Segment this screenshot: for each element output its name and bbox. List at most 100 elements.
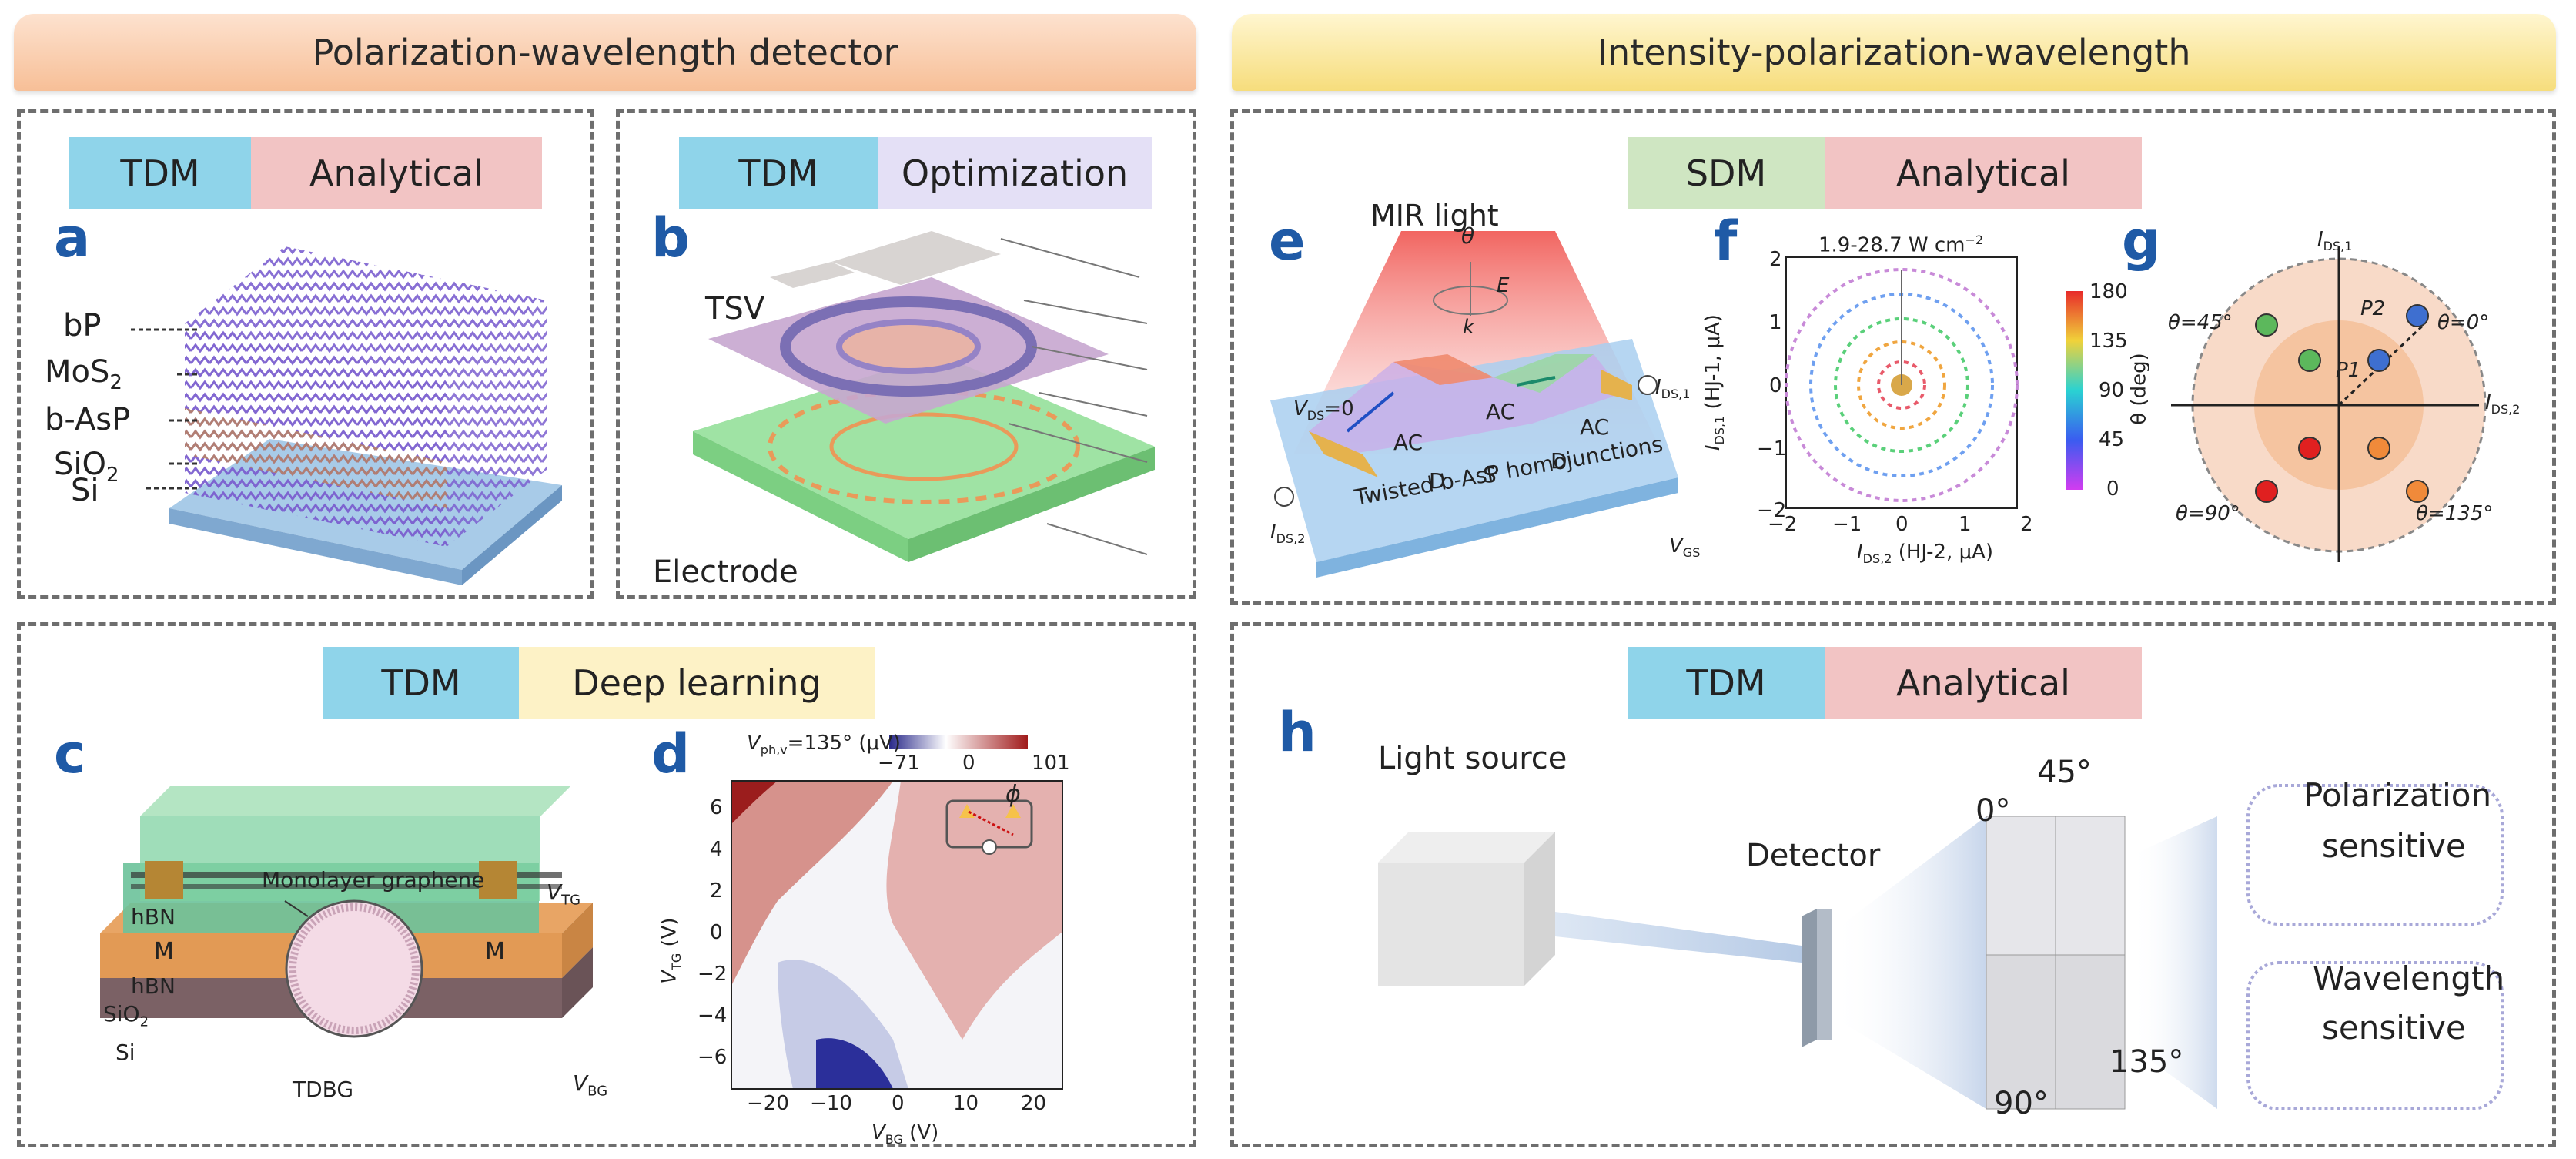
tag-analytical: Analytical	[1825, 647, 2142, 719]
panel-b-frame	[616, 109, 1196, 599]
d-xlabel-v: V	[871, 1121, 885, 1144]
banner-right: Intensity-polarization-wavelength	[1232, 14, 2556, 91]
f-ytick: 1	[1769, 311, 1782, 334]
e-vds-label: VDS=0	[1293, 397, 1354, 424]
panel-b-tags: TDM Optimization	[679, 137, 1152, 209]
angle-90-label: 90°	[1994, 1086, 2049, 1121]
d-xtick: −10	[810, 1092, 852, 1115]
polarization-box	[2246, 784, 2504, 926]
sio2-text: SiO	[54, 447, 106, 482]
mos2-text: MoS	[45, 354, 110, 390]
f-ytick: 0	[1769, 374, 1782, 397]
f-ytick: 2	[1769, 248, 1782, 271]
d-cbar-mid: 0	[962, 752, 975, 775]
e-ids1-label: IDS,1	[1655, 376, 1691, 402]
g-theta0-label: θ=0°	[2437, 311, 2490, 334]
g-ids2-i: I	[2485, 391, 2491, 414]
tag-sdm: SDM	[1628, 137, 1825, 209]
g-p1-label: P1	[2336, 359, 2361, 382]
vbg-v: V	[573, 1070, 588, 1096]
f-ylabel: IDS,1 (HJ-1, μA)	[1701, 314, 1728, 451]
polar-current-plot	[1785, 256, 2019, 509]
hbn-bottom-label: hBN	[131, 973, 176, 999]
sio2-label-c: SiO2	[103, 1001, 149, 1030]
angle-45-label: 45°	[2037, 755, 2092, 790]
panel-e-tags: SDM Analytical	[1628, 137, 2142, 209]
panel-c-tags: TDM Deep learning	[323, 647, 875, 719]
f-ytick: −2	[1757, 499, 1787, 522]
layer-label-bp: bP	[63, 308, 102, 343]
tag-optimization: Optimization	[878, 137, 1152, 209]
panel-letter-b: b	[651, 206, 691, 270]
panel-letter-d: d	[651, 722, 691, 786]
tag-analytical: Analytical	[1825, 137, 2142, 209]
d-ytick: 4	[710, 838, 723, 861]
graphene-device-illustration	[100, 786, 593, 1038]
vbg-label: VBG	[573, 1070, 608, 1100]
d-phi-label: ϕ	[1005, 781, 1021, 808]
d-xtick: 20	[1021, 1092, 1047, 1115]
d-xtick: 0	[892, 1092, 905, 1115]
panel-a-tags: TDM Analytical	[69, 137, 542, 209]
d-xlabel: VBG (V)	[871, 1121, 939, 1147]
g-ids1-label: IDS,1	[2317, 228, 2353, 254]
f-cbar-tick: 135	[2089, 330, 2128, 353]
panel-h-tags: TDM Analytical	[1628, 647, 2142, 719]
panel-letter-e: e	[1269, 209, 1306, 273]
e-vgs-v: V	[1669, 534, 1683, 558]
sio2-c-text: SiO	[103, 1001, 140, 1027]
d-xtick: 10	[953, 1092, 979, 1115]
polarization-circle-diagram	[2171, 246, 2487, 562]
layer-label-mos2: MoS2	[45, 354, 122, 394]
g-p2-label: P2	[2360, 297, 2386, 320]
banner-left: Polarization-wavelength detector	[14, 14, 1196, 91]
tdbg-label: TDBG	[293, 1077, 354, 1102]
g-theta90-label: θ=90°	[2176, 502, 2240, 525]
d-cbar-rest: =135° (μV)	[787, 732, 901, 755]
panel-letter-c: c	[54, 722, 86, 786]
d-switch-inset	[945, 799, 1033, 855]
f-colorbar	[2066, 291, 2083, 490]
f-top-label: 1.9-28.7 W cm−2	[1818, 233, 1984, 257]
f-xlabel-i: I	[1857, 541, 1863, 564]
detector-label: Detector	[1746, 838, 1881, 873]
e-vds-v: V	[1293, 397, 1307, 420]
tag-deep-learning: Deep learning	[519, 647, 875, 719]
panel-h-frame	[1230, 622, 2556, 1147]
tag-tdm: TDM	[679, 137, 878, 209]
wavelength-sensitive-line1: Wavelength	[2313, 960, 2505, 997]
f-cbar-tick: 180	[2089, 280, 2128, 303]
e-vds-rest: =0	[1324, 397, 1354, 420]
d-yunit: (V)	[657, 917, 681, 947]
e-ac-mid: AC	[1486, 399, 1516, 424]
polarization-sensitive-line1: Polarization	[2303, 776, 2492, 814]
tag-tdm: TDM	[1628, 647, 1825, 719]
layer-label-basp: b-AsP	[45, 402, 131, 437]
panel-letter-g: g	[2122, 209, 2161, 273]
panel-cd-frame	[17, 622, 1196, 1147]
f-xtick: −2	[1768, 513, 1798, 536]
tsv-label: TSV	[705, 291, 765, 327]
d-cbar-min: −71	[878, 752, 920, 775]
f-xlabel: IDS,2 (HJ-2, μA)	[1857, 541, 1994, 567]
layer-leader-lines	[131, 328, 200, 490]
wavelength-box	[2246, 961, 2504, 1110]
tag-analytical: Analytical	[251, 137, 542, 209]
e-source-label: S	[1483, 462, 1497, 487]
colorbar	[889, 735, 1028, 749]
e-vgs-label: VGS	[1669, 534, 1701, 561]
graphene-label: Monolayer graphene	[262, 867, 485, 893]
e-ac-left: AC	[1393, 430, 1423, 455]
f-ytick: −1	[1757, 437, 1787, 461]
f-ylabel-rest: (HJ-1, μA)	[1701, 314, 1725, 410]
f-cbar-tick: 0	[2106, 477, 2119, 501]
f-xtick: 2	[2020, 513, 2033, 536]
electrode-label: Electrode	[653, 554, 798, 590]
exploded-device-illustration	[693, 231, 1155, 562]
f-xtick: 0	[1895, 513, 1909, 536]
contact-right-label: M	[485, 938, 505, 965]
f-xtick: −1	[1832, 513, 1862, 536]
e-theta-label: θ	[1461, 223, 1475, 249]
angle-135-label: 135°	[2109, 1044, 2184, 1080]
panel-letter-h: h	[1278, 701, 1316, 764]
